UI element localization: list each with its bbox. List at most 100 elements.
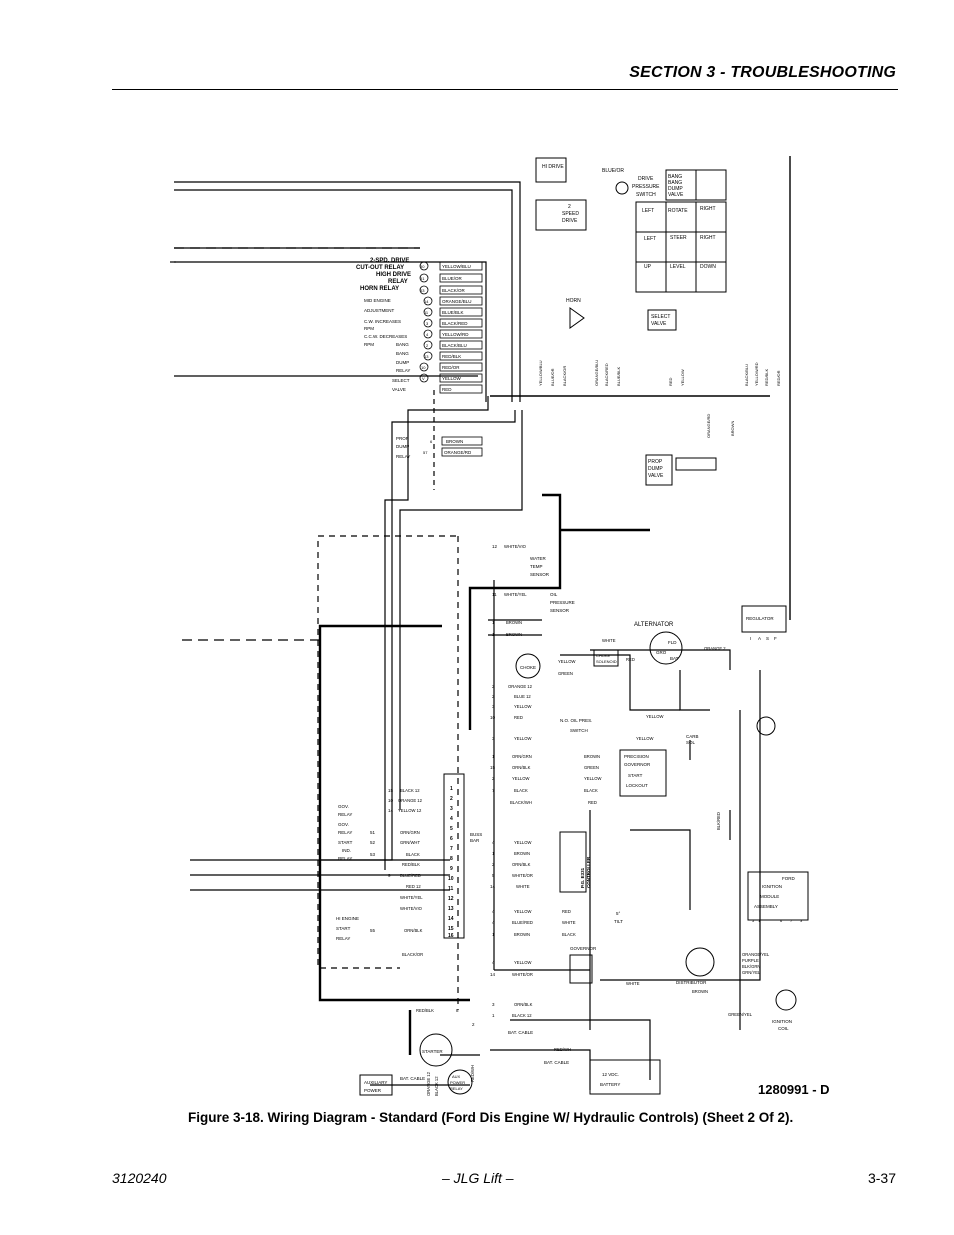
ewire-10: BLUE 12 (514, 694, 531, 699)
gov-relay-3: GOV. (338, 822, 349, 827)
gauge-icon (756, 716, 776, 736)
aux-power-1: AUXILIARY (364, 1080, 387, 1085)
epin-12: 7 (492, 788, 495, 793)
ewire-9: ORANGE 12 (508, 684, 533, 689)
bwire-0: BLACK 12 (400, 788, 420, 793)
aux-power-relay-icon (447, 1069, 473, 1095)
bus-term-9: 10 (448, 876, 454, 882)
precision-governor-box (619, 749, 667, 797)
epin-21: 4 (492, 960, 495, 965)
upper-pin-10: V (422, 376, 425, 381)
ewire-36: BLACK (562, 932, 576, 937)
gov-relay-4: RELAY (338, 830, 352, 835)
epin-10: 15 (490, 765, 496, 770)
ewire-49: GRN/YEL (742, 970, 761, 975)
epin-1: 11 (492, 592, 497, 597)
epin-14: 1 (492, 851, 495, 856)
two-speed-drive-box (535, 199, 587, 231)
bus-term-12: 13 (448, 906, 454, 912)
drive-pressure-label-2: PRESSURE (632, 184, 660, 190)
vwire-12: ORANGE/RD (706, 414, 711, 438)
upper-pin-4: 11 (424, 310, 429, 315)
epin-2: 1 (492, 620, 495, 625)
left-steer-label: LEFT (644, 236, 656, 242)
ign-terminal-0: 5 (752, 918, 755, 923)
epin-9: 1 (492, 754, 495, 759)
bwire-5: BLACK (406, 852, 420, 857)
upper-wire-7: BLACK/BLU (442, 343, 467, 348)
governor-lockout-2: GOVERNOR (624, 762, 651, 767)
epin-19: 4 (492, 920, 495, 925)
level-label: LEVEL (670, 264, 686, 270)
ewire-19: BLACK (514, 788, 528, 793)
upper-wire-4: BLUE/BLK (442, 310, 464, 315)
tilt-1: 5° (616, 911, 621, 916)
ewire-53: ORANGE 12 (426, 1071, 431, 1096)
bwire-8: RED 12 (406, 884, 421, 889)
ewire-31: YELLOW (514, 909, 532, 914)
water-temp-2: TEMP (530, 564, 543, 569)
epin-25: 8 (456, 1008, 459, 1013)
ign-terminal-2: 6 (780, 918, 783, 923)
auxiliary-power-box (359, 1074, 393, 1096)
left-label-3: RPM (364, 326, 374, 331)
bat-label: BAT (670, 656, 679, 661)
upper-wire-8: RED/BLK (442, 354, 461, 359)
bus-term-15: 16 (448, 933, 454, 939)
epin-0: 12 (492, 544, 498, 549)
starter-icon (419, 1033, 453, 1067)
valve-coil-box (695, 169, 727, 201)
battery-1: 12 VDC. (602, 1072, 619, 1077)
header-rule (112, 89, 898, 90)
battery-box (589, 1059, 661, 1095)
bpin-3: 51 (370, 830, 376, 835)
top-components: HI DRIVE BLUE/OR DRIVE PRESSURE SWITCH B… (535, 157, 727, 486)
ewire-30: WHITE (516, 884, 530, 889)
rotate-label: ROTATE (668, 208, 688, 214)
bpin-5: 53 (370, 852, 376, 857)
hi-drive-label: HI DRIVE (542, 164, 564, 170)
starter-label: STARTER (422, 1049, 443, 1054)
drive-pressure-label-3: SWITCH (636, 192, 656, 198)
governor-label: GOVERNOR (570, 946, 597, 951)
prop-dump-relay-2: DUMP (396, 444, 409, 449)
epin-8: 3 (492, 736, 495, 741)
upper-pin-0: 50 (420, 264, 425, 269)
carb-sol-2: SOL (686, 740, 696, 745)
vwire-6: RED (668, 377, 673, 386)
drawing-number: 1280991 - D (758, 1082, 830, 1097)
ewire-32: BLUE/RED (512, 920, 533, 925)
ewire-51: BLACK/OR (402, 952, 423, 957)
epin-22: 14 (490, 972, 496, 977)
upper-pin-5: 3 (426, 321, 429, 326)
upper-pin-6: 4 (426, 332, 429, 337)
bpin-1: 10 (388, 798, 394, 803)
ewire-7: RED (626, 657, 635, 662)
bus-term-2: 3 (450, 806, 453, 812)
ewire-50: GREEN/YEL (728, 1012, 753, 1017)
vwire-1: BLUE/OR (550, 368, 555, 386)
bus-term-4: 5 (450, 826, 453, 832)
hi-engine-1: HI ENGINE (336, 916, 359, 921)
ewire-21: BROWN (584, 754, 600, 759)
relay-labels: 2-SPD. DRIVE CUT-OUT RELAY HIGH DRIVE RE… (356, 258, 411, 292)
bus-term-8: 9 (450, 866, 453, 872)
left-label-7: BANG (396, 351, 409, 356)
epin-17: 14 (490, 884, 496, 889)
upper-wire-5: BLACK/RED (442, 321, 468, 326)
ignition-coil-icon (775, 989, 797, 1011)
upper-wire-10: YELLOW (442, 376, 462, 381)
footer-page-number: 3-37 (867, 1170, 896, 1186)
regulator-box (741, 605, 787, 633)
figure-caption: Figure 3-18. Wiring Diagram - Standard (… (188, 1110, 794, 1125)
bus-bar-wires: BLACK 12 ORANGE 12 YELLOW 12 ORN/GRN GRN… (398, 788, 423, 933)
choke-icon (515, 653, 541, 679)
alternator-label: ALTERNATOR (634, 622, 674, 628)
vwire-8: BLACK/BLU (744, 364, 749, 386)
ewire-4: WHITE (602, 638, 616, 643)
bat-cable-1: BAT. CABLE (508, 1030, 533, 1035)
vwire-5: BLUE/BLK (616, 367, 621, 386)
ewire-42: BLACK 12 (512, 1013, 532, 1018)
ewire-22: GREEN (584, 765, 599, 770)
ewire-18: YELLOW (512, 776, 530, 781)
